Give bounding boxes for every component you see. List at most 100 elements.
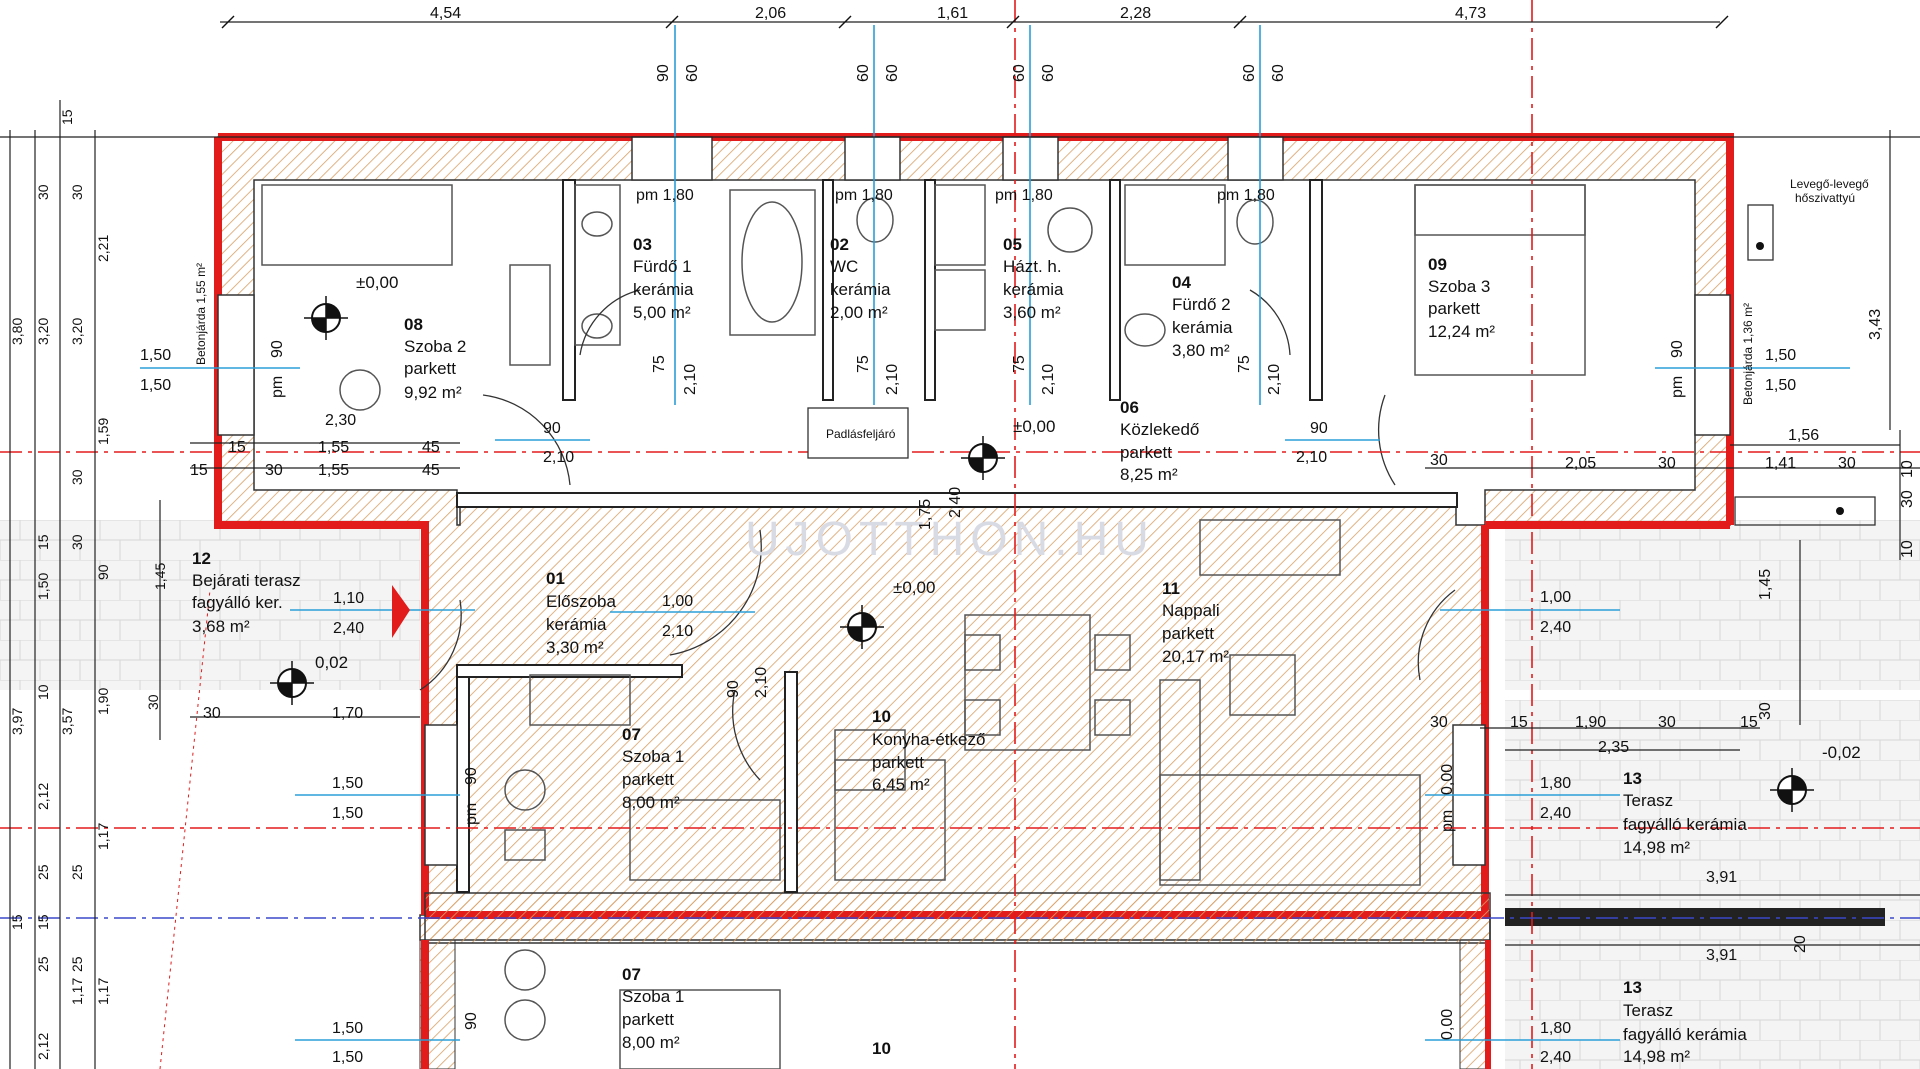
vmark: 60	[855, 64, 872, 82]
vdoor: 90	[725, 680, 742, 698]
watermark: UJOTTHON.HU	[745, 513, 1155, 566]
vmark: 60	[884, 64, 901, 82]
dim-tick	[838, 15, 852, 29]
paving-entry	[0, 520, 420, 690]
dimension-ticks	[221, 15, 1729, 29]
furniture	[261, 184, 1586, 1069]
room-num: 06	[1120, 398, 1139, 417]
dim: 15	[1740, 714, 1758, 731]
window-dim: pm 1,80	[1217, 187, 1275, 204]
room-name: Konyha-étkező	[872, 730, 985, 749]
left-dim: 1,17	[95, 823, 111, 850]
vdoor: 2,10	[753, 667, 770, 698]
pm: 0,00	[1439, 764, 1456, 795]
room-floor: parkett	[622, 1010, 674, 1029]
room-name: Fürdő 2	[1172, 295, 1231, 314]
left-dim: 15	[35, 534, 51, 550]
left-dim: 30	[69, 184, 85, 200]
betonjarda-left: Betonjárda 1,55 m²	[194, 263, 208, 365]
pm: pm	[1669, 376, 1686, 398]
left-dim: 1,45	[152, 563, 168, 590]
room-floor: kerámia	[830, 280, 891, 299]
dim: 10	[1899, 540, 1916, 558]
vmark: 60	[1241, 64, 1258, 82]
door-dim: 2,10	[543, 449, 574, 466]
window-dims: pm 1,80 pm 1,80 pm 1,80 pm 1,80	[636, 187, 1275, 204]
room-area: 8,00 m²	[622, 793, 680, 812]
left-dim: 1,17	[69, 978, 85, 1005]
door-dim: 90	[1310, 420, 1328, 437]
outdoor-box	[1734, 496, 1876, 526]
pm: 0,00	[1439, 1009, 1456, 1040]
door-dim: 2,10	[1296, 449, 1327, 466]
door-dim: 2,40	[1540, 619, 1571, 636]
room-area: 3,80 m²	[1172, 341, 1230, 360]
terrace-wall	[1505, 908, 1885, 926]
room-name: Közlekedő	[1120, 420, 1199, 439]
dim: 1,70	[332, 705, 363, 722]
left-dim: 1,59	[95, 418, 111, 445]
vdoor: 75	[651, 355, 668, 373]
room-floor: parkett	[1162, 624, 1214, 643]
room-area: 3,68 m²	[192, 617, 250, 636]
window-dim: 1,50	[332, 775, 363, 792]
room-area: 2,00 m²	[830, 303, 888, 322]
dim: 15	[1510, 714, 1528, 731]
dim: 30	[1430, 452, 1448, 469]
level-marker-cross	[304, 296, 348, 340]
room-area: 6,45 m²	[872, 775, 930, 794]
window-dim: 1,50	[140, 347, 171, 364]
room-name: WC	[830, 257, 858, 276]
dim: 45	[422, 439, 440, 456]
room-num: 04	[1172, 273, 1191, 292]
door-dim: 90	[543, 420, 561, 437]
room-area: 12,24 m²	[1428, 322, 1495, 341]
room-name: Szoba 2	[404, 337, 466, 356]
dim: 20	[1792, 935, 1809, 953]
vdoor: 2,10	[1040, 364, 1057, 395]
top-dim: 4,73	[1455, 5, 1486, 22]
top-dim: 1,61	[937, 5, 968, 22]
dim-tick	[1715, 15, 1729, 29]
room-name: Szoba 1	[622, 987, 684, 1006]
room-num: 07	[622, 725, 641, 744]
door-dim: 1,80	[1540, 1020, 1571, 1037]
room-floor: parkett	[872, 753, 924, 772]
room-num: 05	[1003, 235, 1022, 254]
room-area: 8,25 m²	[1120, 465, 1178, 484]
room-num: 12	[192, 549, 211, 568]
dim: 3,91	[1706, 947, 1737, 964]
elevation-label: 0,02	[315, 653, 348, 672]
room-area: 9,92 m²	[404, 383, 462, 402]
dim: 30	[203, 705, 221, 722]
room-floor: kerámia	[1172, 318, 1233, 337]
vdoor: 75	[1236, 355, 1253, 373]
misc-dimension-labels: 2,30 1,55 45 15 15 30 1,55 45 30 2,05 30…	[190, 309, 1916, 964]
left-dim: 25	[69, 864, 85, 880]
left-dim: 90	[95, 564, 111, 580]
room-name: Bejárati terasz	[192, 571, 301, 590]
paving-right	[1505, 520, 1920, 690]
dim: 30	[1658, 714, 1676, 731]
room-floor: kerámia	[633, 280, 694, 299]
left-dim: 1,17	[95, 978, 111, 1005]
dim: 1,90	[1575, 714, 1606, 731]
room-name: Terasz	[1623, 1001, 1673, 1020]
dim: 2,35	[1598, 739, 1629, 756]
top-dim: 4,54	[430, 5, 461, 22]
dim: 1,41	[1765, 455, 1796, 472]
dim: 30	[1658, 455, 1676, 472]
left-dim: 15	[59, 109, 75, 125]
room-num: 08	[404, 315, 423, 334]
vmark: 60	[1040, 64, 1057, 82]
dim: 30	[265, 462, 283, 479]
level-marker-cross	[270, 661, 314, 705]
left-dim: 3,57	[59, 708, 75, 735]
pm: 90	[463, 1012, 480, 1030]
room-floor: fagyálló kerámia	[1623, 1025, 1747, 1044]
left-dim: 2,21	[95, 235, 111, 262]
left-dim: 3,97	[9, 708, 25, 735]
room-floor: parkett	[404, 359, 456, 378]
